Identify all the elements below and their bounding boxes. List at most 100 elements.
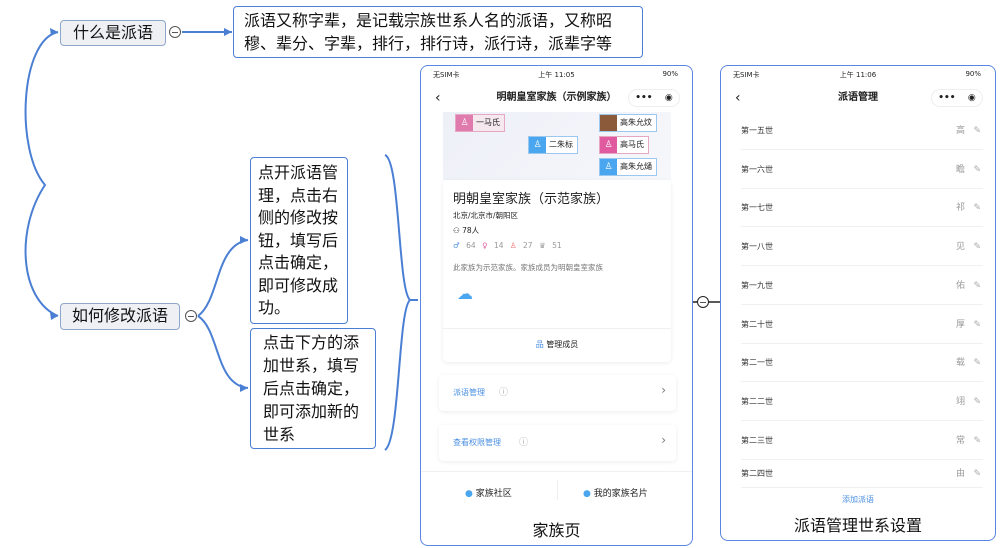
generation-label: 第一七世 — [741, 203, 773, 213]
female-icon: ♀ — [482, 241, 488, 250]
close-circle-icon[interactable]: ◉ — [664, 93, 673, 103]
generation-word: 厚 — [955, 319, 965, 330]
more-icon[interactable]: ••• — [938, 93, 956, 103]
bottom-tab-bar: ● 家族社区 ● 我的家族名片 — [421, 471, 692, 511]
person-icon: ♙ — [529, 137, 546, 153]
edit-pencil-icon[interactable]: ✎ — [973, 396, 981, 407]
add-paiyu-button[interactable]: 添加派语 — [842, 495, 874, 504]
help-icon[interactable]: ⓘ — [499, 388, 509, 398]
generation-row: 第一九世 佑 ✎ — [741, 267, 983, 305]
page-title: 明朝皇室家族（示例家族） — [496, 92, 617, 103]
person-icon: ♙ — [456, 115, 473, 131]
nav-bar: ‹ 明朝皇室家族（示例家族） ••• ◉ — [421, 86, 692, 110]
logo-cloud-icon: ☁ — [457, 284, 473, 303]
capsule-menu[interactable]: ••• ◉ — [931, 89, 983, 107]
collapse-toggle[interactable] — [185, 310, 197, 322]
tree-node: 高朱允炆 — [599, 114, 657, 132]
topic-how-to-edit[interactable]: 如何修改派语 — [60, 303, 180, 330]
family-tree-preview[interactable]: ♙一马氏 ♙二朱标 高朱允炆 ♙高马氏 ♙高朱允熥 — [443, 112, 671, 180]
generation-word: 载 — [955, 358, 965, 369]
male-count: 64 — [466, 241, 476, 250]
member-count: 78人 — [462, 226, 480, 235]
org-chart-icon: 品 — [535, 340, 547, 349]
chevron-right-icon: › — [661, 433, 666, 447]
generation-row: 第二二世 翊 ✎ — [741, 383, 983, 421]
back-icon[interactable]: ‹ — [735, 90, 741, 106]
edit-pencil-icon[interactable]: ✎ — [973, 435, 981, 446]
generation-row: 第一五世高✎ — [741, 112, 983, 150]
edit-pencil-icon[interactable]: ✎ — [973, 126, 981, 136]
status-bar: 无SIM卡 上午 11:06 90% — [721, 70, 995, 84]
help-icon[interactable]: ⓘ — [519, 438, 529, 448]
generation-row: 第二四世 由 ✎ — [741, 460, 983, 489]
tab-label: 家族社区 — [475, 489, 512, 499]
generation-label: 第一八世 — [741, 242, 773, 252]
step-add-box: 点击下方的添加世系，填写后点击确定，即可添加新的世系 — [250, 328, 376, 449]
back-icon[interactable]: ‹ — [435, 90, 441, 106]
tree-node-label: 一马氏 — [476, 118, 500, 127]
group-icon: ♛ — [538, 241, 546, 250]
generation-row: 第二三世 常 ✎ — [741, 422, 983, 460]
person-icon: ♙ — [600, 159, 617, 175]
generation-label: 第二四世 — [741, 469, 773, 479]
tree-node-label: 高朱允熥 — [620, 162, 652, 171]
edit-pencil-icon[interactable]: ✎ — [973, 203, 981, 214]
generation-word: 翊 — [955, 396, 965, 407]
generation-label: 第二三世 — [741, 435, 773, 445]
chevron-right-icon: › — [661, 383, 666, 397]
topic-what-is-paiyu[interactable]: 什么是派语 — [60, 20, 166, 46]
manage-members-button[interactable]: 品 管理成员 — [443, 330, 671, 360]
collapse-toggle[interactable] — [697, 296, 709, 308]
generation-label: 第一六世 — [741, 164, 773, 174]
generation-word: 由 — [955, 469, 965, 480]
paiyu-management-phone: 无SIM卡 上午 11:06 90% ‹ 派语管理 •••◉ 第一五世高✎第一六… — [720, 65, 996, 541]
time: 上午 11:05 — [538, 71, 575, 79]
tree-node: ♙高朱允熥 — [599, 158, 657, 176]
stat-count: 27 — [523, 241, 533, 250]
tree-node: ♙一马氏 — [455, 114, 505, 132]
tab-family-community[interactable]: ● 家族社区 — [465, 486, 512, 499]
generation-word: 佑 — [955, 280, 965, 291]
time: 上午 11:06 — [839, 71, 877, 79]
generation-word: 常 — [955, 435, 965, 446]
card-icon: ● — [583, 489, 594, 499]
edit-pencil-icon[interactable]: ✎ — [973, 242, 981, 253]
generation-word: 祁 — [955, 203, 965, 214]
family-info-card: 明朝皇室家族（示范家族） 北京/北京市/朝阳区 ⚇ 78人 ♂ 64 ♀ 14 … — [443, 180, 671, 362]
edit-pencil-icon[interactable]: ✎ — [973, 358, 981, 369]
generation-word: 见 — [955, 242, 965, 253]
status-bar: 无SIM卡 上午 11:05 90% — [421, 70, 692, 84]
generation-row: 第二十世厚✎ — [741, 306, 983, 344]
generation-label: 第二一世 — [741, 358, 773, 368]
carrier: 无SIM卡 — [433, 71, 460, 79]
battery: 90% — [662, 70, 678, 78]
definition-box: 派语又称字辈，是记载宗族世系人名的派语，又称昭穆、辈分、字辈，排行，排行诗，派行… — [233, 6, 643, 58]
menu-paiyu-management[interactable]: 派语管理 ⓘ › — [439, 375, 676, 411]
edit-pencil-icon[interactable]: ✎ — [973, 280, 981, 291]
family-description: 此家族为示范家族。家族成员为明朝皇室家族 — [453, 263, 603, 272]
capsule-menu[interactable]: ••• ◉ — [628, 89, 680, 107]
generation-row: 第一七世 祁 ✎ — [741, 189, 983, 228]
step-edit-box: 点开派语管理，点击右侧的修改按钮，填写后点击确定，即可修改成功。 — [250, 157, 348, 324]
edit-pencil-icon[interactable]: ✎ — [973, 469, 981, 480]
carrier: 无SIM卡 — [733, 71, 760, 79]
manage-members-label: 管理成员 — [546, 340, 579, 349]
family-page-phone: 无SIM卡 上午 11:05 90% ‹ 明朝皇室家族（示例家族） ••• ◉ ♙… — [420, 65, 693, 546]
generation-word: 瞻 — [955, 164, 965, 175]
tree-node-label: 高朱允炆 — [620, 118, 652, 127]
menu-permission-management[interactable]: 查看权限管理 ⓘ › — [439, 425, 676, 461]
tree-node-label: 二朱标 — [549, 140, 573, 149]
collapse-toggle[interactable] — [169, 26, 181, 38]
generation-label: 第二二世 — [741, 396, 773, 406]
phone-caption: 派语管理世系设置 — [793, 516, 922, 535]
tab-my-family-card[interactable]: ● 我的家族名片 — [583, 486, 648, 499]
tab-label: 我的家族名片 — [593, 489, 648, 499]
generation-label: 第一九世 — [741, 280, 773, 290]
edit-pencil-icon[interactable]: ✎ — [973, 164, 981, 175]
close-circle-icon[interactable]: ◉ — [967, 93, 976, 103]
edit-pencil-icon[interactable]: ✎ — [973, 319, 981, 330]
female-count: 14 — [493, 241, 504, 250]
menu-label: 派语管理 — [453, 388, 485, 397]
more-icon[interactable]: ••• — [635, 93, 653, 103]
